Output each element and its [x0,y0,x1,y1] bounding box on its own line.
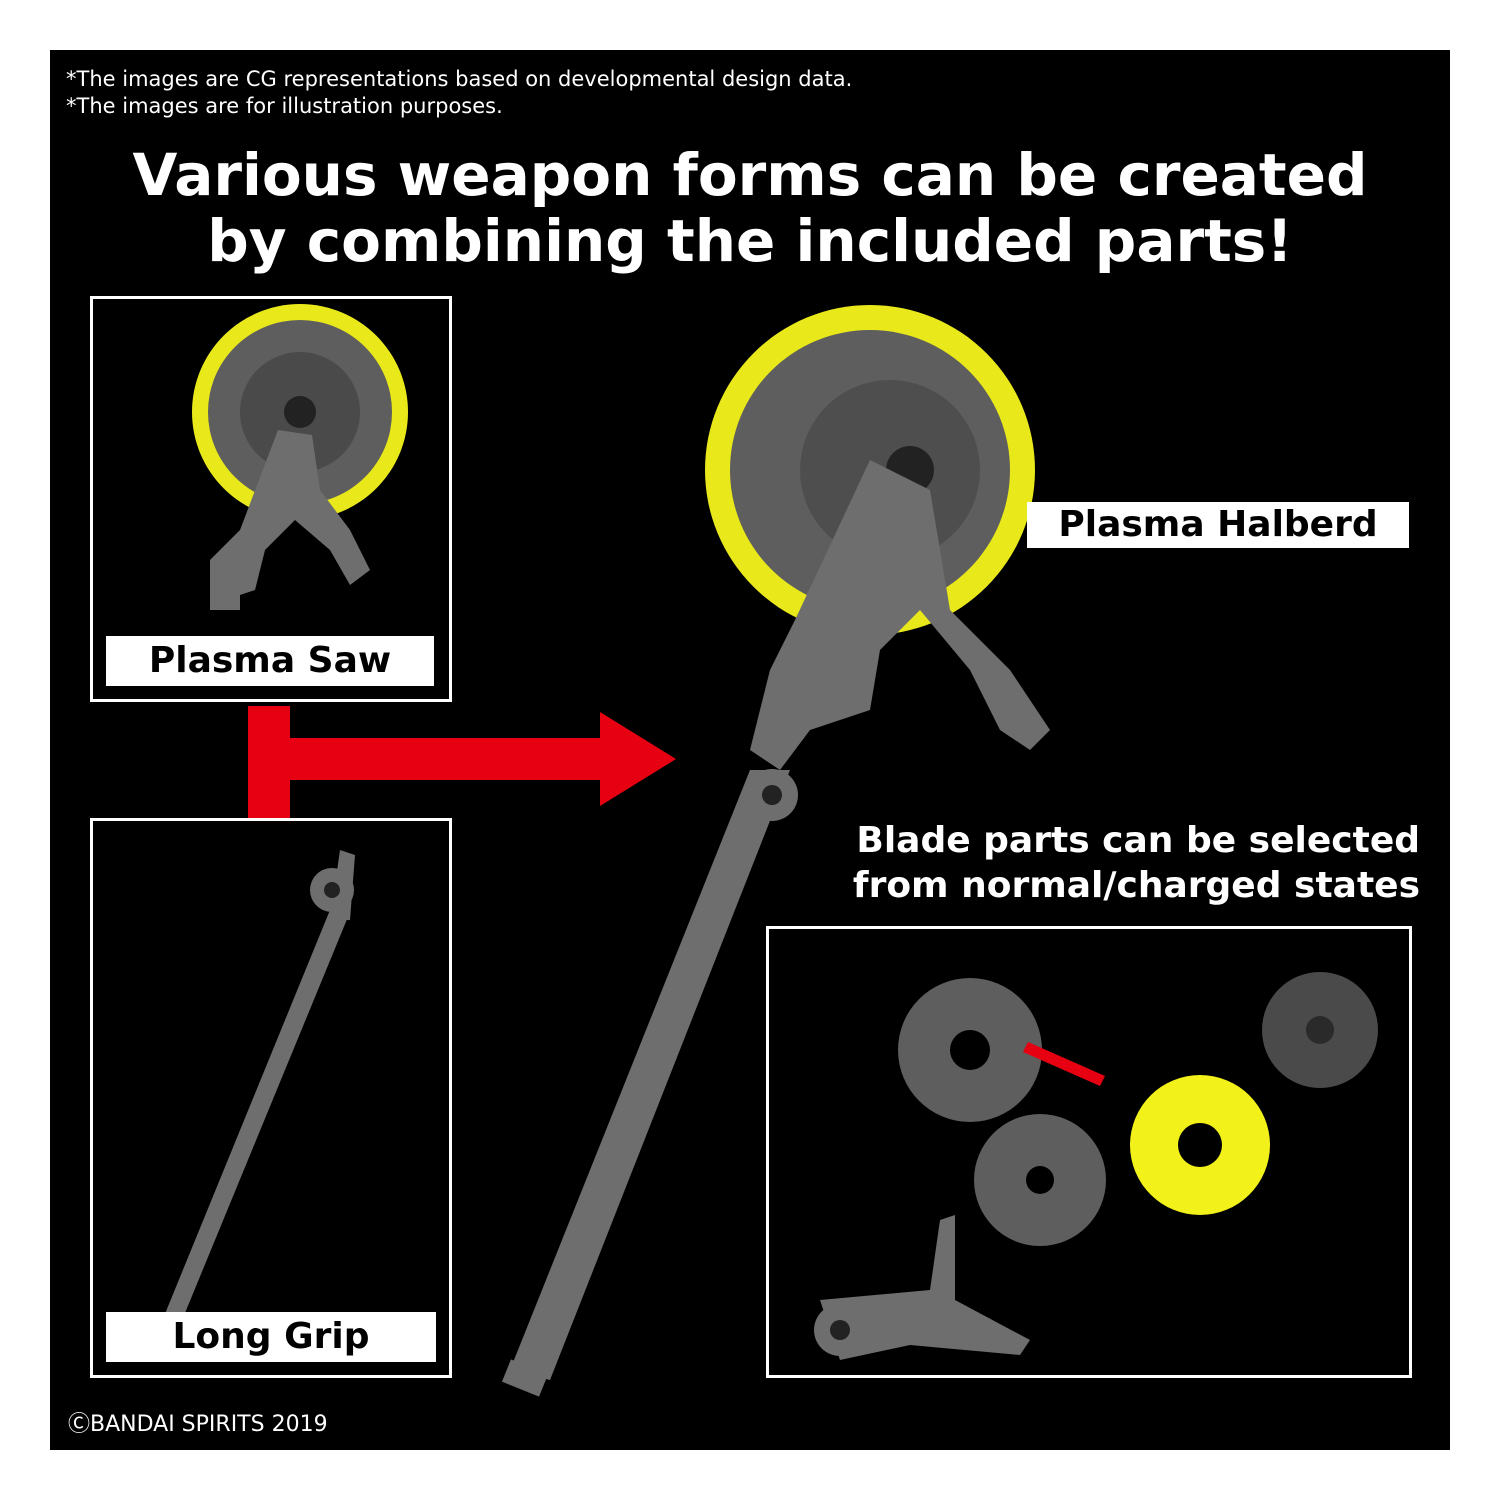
headline-line-1: Various weapon forms can be created [132,141,1368,209]
combine-arrow [248,706,676,818]
blade-parts-frame [766,926,1412,1378]
blade-parts-image [814,972,1378,1360]
weapon-illustration [151,304,1378,1397]
long-grip-label: Long Grip [106,1312,436,1362]
copyright: ⒸBANDAI SPIRITS 2019 [68,1412,328,1437]
blade-note: Blade parts can be selected from normal/… [840,818,1420,908]
blade-note-line-1: Blade parts can be selected [856,820,1420,861]
headline: Various weapon forms can be created by c… [50,142,1450,274]
headline-line-2: by combining the included parts! [207,207,1293,275]
long-grip-frame [90,818,452,1378]
plasma-halberd-image [501,305,1050,1397]
plasma-saw-image [192,304,408,610]
plasma-halberd-label: Plasma Halberd [1027,502,1409,548]
product-panel: *The images are CG representations based… [50,50,1450,1450]
disclaimer-cg: *The images are CG representations based… [66,67,853,91]
blade-note-line-2: from normal/charged states [852,865,1420,906]
plasma-saw-frame [90,296,452,702]
disclaimer-illustration: *The images are for illustration purpose… [66,94,503,118]
plasma-saw-label: Plasma Saw [106,636,434,686]
